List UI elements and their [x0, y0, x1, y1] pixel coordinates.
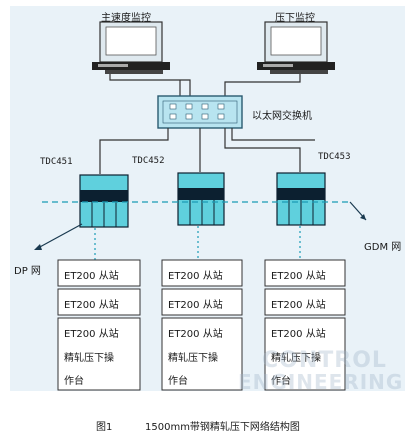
ethernet-switch-icon [157, 95, 243, 129]
watermark-line-2: ENGINEERING [238, 370, 404, 394]
station-1-row-3: ET200 从站 [64, 329, 119, 340]
computer-right-icon [257, 21, 335, 74]
controller-label-tdc452: TDC452 [132, 156, 165, 166]
controller-tdc453-icon [276, 172, 326, 226]
controller-label-tdc451: TDC451 [40, 157, 73, 167]
station-stack-1 [57, 259, 141, 391]
computer-left-icon [92, 21, 170, 74]
station-3-row-1: ET200 从站 [271, 271, 326, 282]
figure-title: 1500mm带钢精轧压下网络结构图 [145, 422, 300, 433]
switch-controller-links [99, 128, 315, 174]
station-1-console-1: 精轧压下操 [64, 353, 114, 364]
controller-tdc452-icon [177, 172, 225, 226]
station-3-console-1: 精轧压下操 [271, 353, 321, 364]
station-2-row-3: ET200 从站 [168, 329, 223, 340]
controller-tdc451-icon [79, 174, 129, 228]
station-2-row-1: ET200 从站 [168, 271, 223, 282]
figure-number: 图1 [96, 422, 113, 433]
switch-label: 以太网交换机 [252, 111, 312, 122]
station-3-console-2: 作台 [271, 376, 291, 387]
station-2-console-1: 精轧压下操 [168, 353, 218, 364]
station-stack-3 [264, 259, 346, 391]
station-1-row-2: ET200 从站 [64, 300, 119, 311]
dp-drop-lines [94, 226, 301, 260]
station-3-row-3: ET200 从站 [271, 329, 326, 340]
ethernet-links [109, 74, 301, 96]
station-3-row-2: ET200 从站 [271, 300, 326, 311]
gdm-network-line [42, 201, 367, 221]
station-1-console-2: 作台 [64, 376, 84, 387]
dp-network-arrow [34, 223, 83, 250]
station-1-row-1: ET200 从站 [64, 271, 119, 282]
watermark-line-1: CONTROL [262, 348, 387, 373]
controller-label-tdc453: TDC453 [318, 152, 351, 162]
station-2-console-2: 作台 [168, 376, 188, 387]
dp-network-label: DP 网 [14, 266, 41, 277]
monitor-left-label: 主速度监控 [101, 13, 151, 24]
station-2-row-2: ET200 从站 [168, 300, 223, 311]
station-stack-2 [161, 259, 243, 391]
gdm-network-label: GDM 网 [364, 242, 402, 253]
monitor-right-label: 压下监控 [275, 13, 315, 24]
